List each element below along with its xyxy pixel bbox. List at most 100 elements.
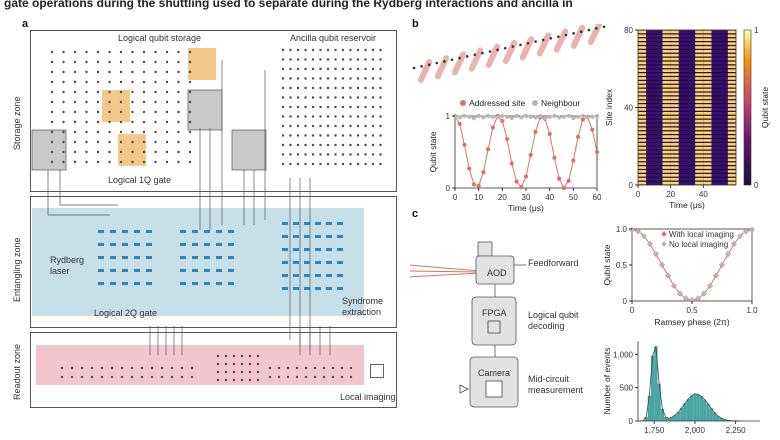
- heatmap-cell: [670, 38, 679, 42]
- rabi-point-addressed: [594, 149, 600, 155]
- ancilla-atom: [334, 153, 337, 156]
- rydberg-pair: [98, 269, 104, 272]
- rydberg-pair: [192, 256, 198, 259]
- ancilla-atom: [379, 58, 382, 61]
- ancilla-atom: [281, 134, 285, 137]
- ancilla-atom: [349, 143, 352, 147]
- heatmap-cell: [654, 69, 663, 73]
- ancilla-atom: [296, 86, 300, 90]
- ancilla-atom: [349, 153, 352, 156]
- readout-atom: [240, 362, 244, 366]
- heatmap-cell: [638, 108, 647, 111]
- heatmap-cell: [703, 154, 712, 158]
- tweezer-beam: [587, 24, 603, 46]
- readout-atom: [286, 366, 290, 370]
- heatmap-cell: [678, 73, 687, 76]
- ancilla-atom: [341, 77, 345, 80]
- heatmap-cell: [711, 162, 720, 166]
- ancilla-atom: [296, 153, 300, 156]
- heatmap-cell: [719, 88, 728, 92]
- heatmap-cell: [719, 127, 728, 131]
- ancilla-atom: [334, 134, 337, 137]
- heatmap-cell: [719, 166, 728, 169]
- ramsey-point-without: [635, 229, 641, 235]
- heatmap-cell: [646, 142, 655, 146]
- heatmap-cell: [711, 127, 720, 131]
- control-diagram: [410, 241, 526, 408]
- heatmap-cell: [670, 111, 679, 115]
- heatmap-ylabel: Site index: [604, 88, 614, 126]
- storage-atom: [62, 80, 65, 84]
- heatmap-cell: [638, 42, 647, 45]
- heatmap-cell: [703, 57, 712, 61]
- storage-atom: [177, 60, 180, 64]
- heatmap-cell: [719, 92, 728, 96]
- heatmap-cell: [678, 42, 687, 45]
- readout-atom: [313, 375, 317, 379]
- storage-atom: [50, 120, 54, 124]
- heatmap-cell: [670, 80, 679, 84]
- heatmap-cell: [678, 146, 687, 150]
- panel-c-letter: c: [412, 208, 419, 220]
- tweezer-beam: [553, 28, 569, 53]
- heatmap-cell: [695, 84, 704, 88]
- heatmap-cell: [727, 123, 736, 127]
- ancilla-atom: [311, 134, 315, 137]
- storage-atom: [108, 80, 111, 84]
- storage-atom: [73, 90, 77, 94]
- storage-atom: [165, 80, 169, 84]
- ancilla-atom: [379, 77, 382, 80]
- storage-atom: [154, 130, 157, 134]
- heatmap-cell: [646, 166, 655, 169]
- storage-atom: [188, 130, 192, 134]
- readout-atom: [70, 375, 74, 379]
- storage-atom: [142, 140, 146, 144]
- heatmap-cell: [646, 173, 655, 177]
- ancilla-atom: [371, 134, 375, 137]
- ancilla-atom: [349, 58, 352, 61]
- ancilla-atom: [311, 153, 315, 156]
- heatmap-cell: [687, 142, 696, 146]
- heatmap-cell: [703, 139, 712, 142]
- storage-atom: [50, 140, 54, 144]
- legend-addressed-marker: [460, 100, 466, 106]
- heatmap-cell: [654, 115, 663, 119]
- chain-atom: [481, 51, 484, 55]
- heatmap-cell: [727, 142, 736, 146]
- heatmap-background: [638, 30, 736, 185]
- heatmap-cell: [654, 57, 663, 61]
- ramsey-point-without: [713, 272, 719, 278]
- heatmap-cell: [662, 104, 671, 107]
- ancilla-atom: [371, 96, 375, 99]
- heatmap-cell: [695, 123, 704, 127]
- heatmap-cell: [687, 111, 696, 115]
- heatmap-cell: [727, 77, 736, 80]
- heatmap-cell: [711, 73, 720, 76]
- heatmap-cell: [646, 65, 655, 69]
- heatmap-cell: [678, 65, 687, 69]
- heatmap-cell: [695, 69, 704, 73]
- heatmap-cell: [646, 92, 655, 96]
- heatmap-cell: [687, 139, 696, 142]
- ancilla-atom: [281, 143, 285, 147]
- heatmap-cell: [687, 49, 696, 53]
- heatmap-cell: [670, 150, 679, 154]
- colorbar-tick-label: 0: [754, 181, 759, 190]
- ramsey-ytick-label: 1.0: [616, 225, 628, 234]
- heatmap-cell: [727, 104, 736, 107]
- ancilla-atom: [319, 58, 322, 61]
- ancilla-atom: [349, 162, 352, 166]
- histogram-bar: [716, 415, 720, 421]
- heatmap-cell: [727, 119, 736, 123]
- heatmap-cell: [638, 154, 647, 158]
- readout-atom: [349, 366, 353, 370]
- rydberg-pair: [122, 230, 128, 233]
- readout-atom: [304, 366, 308, 370]
- heatmap-cell: [646, 181, 655, 185]
- heatmap-cell: [662, 92, 671, 96]
- storage-atom: [62, 120, 65, 124]
- storage-atom: [165, 60, 169, 64]
- heatmap-cell: [727, 108, 736, 111]
- rydberg-pair: [98, 282, 104, 285]
- ancilla-atom: [364, 153, 367, 156]
